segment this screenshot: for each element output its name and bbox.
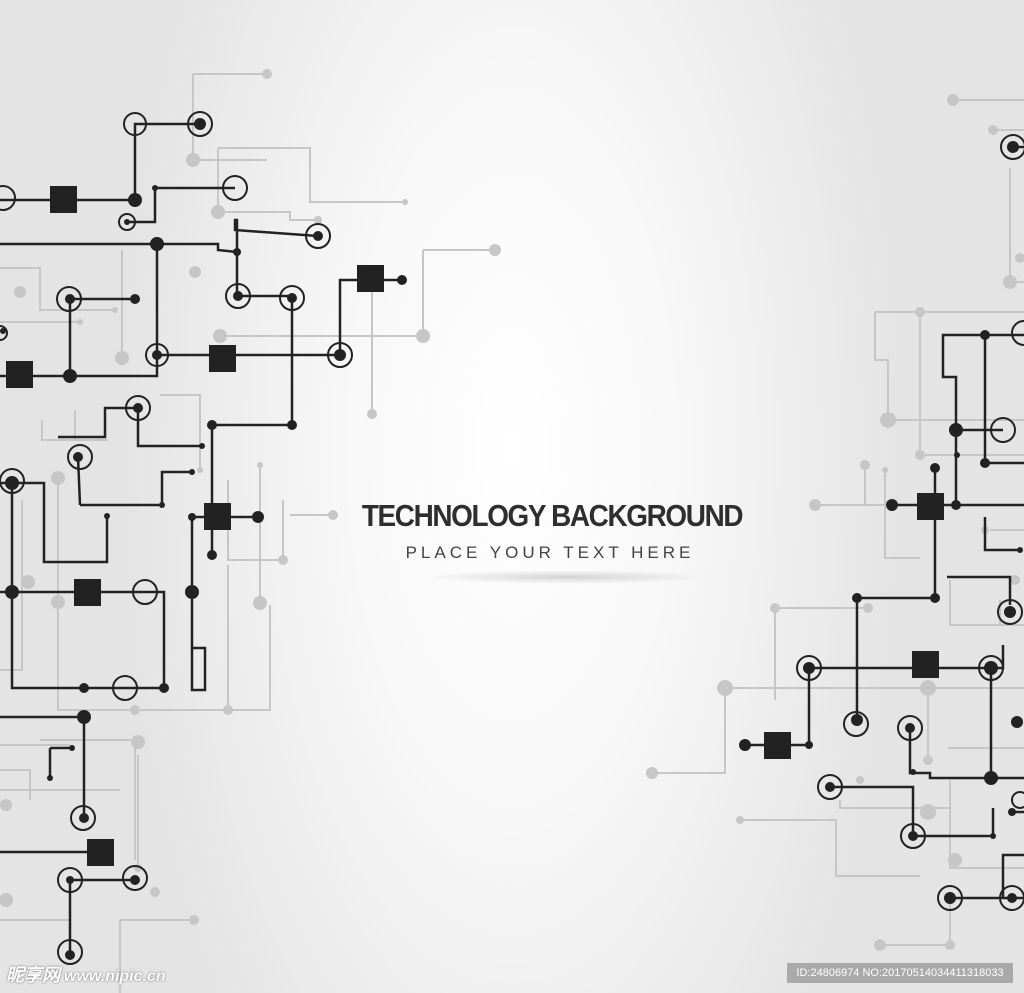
right-dark-nodes [739, 141, 1023, 904]
right-light-traces [652, 99, 1024, 946]
watermark-image-info: ID:24806974 NO:20170514034411318033 [787, 963, 1013, 983]
text-shadow-decoration [420, 570, 710, 584]
left-dark-nodes [0, 118, 407, 960]
left-light-nodes [0, 69, 501, 925]
right-square-chips [764, 493, 944, 759]
heading-title: TECHNOLOGY BACKGROUND [361, 498, 744, 533]
watermark-site-name: 昵享网 [6, 965, 60, 985]
left-ring-nodes [0, 111, 353, 965]
heading-subtitle: PLACE YOUR TEXT HERE [405, 543, 695, 562]
right-light-nodes [646, 94, 1024, 951]
left-square-chips [6, 186, 384, 866]
right-ring-nodes [796, 134, 1024, 911]
watermark-site-url: www.nipic.cn [64, 968, 166, 985]
left-dark-traces [0, 122, 402, 955]
